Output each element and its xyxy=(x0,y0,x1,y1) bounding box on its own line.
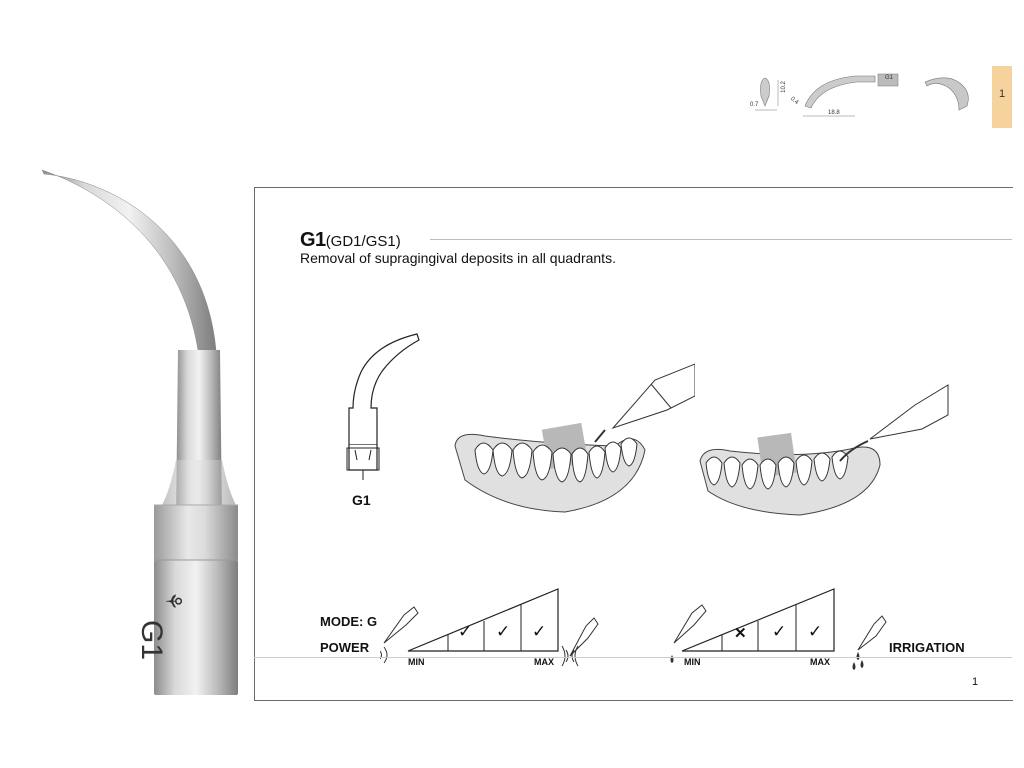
page-number: 1 xyxy=(972,676,979,688)
irrigation-max-label: MAX xyxy=(810,657,830,667)
thumb-dim-tip: 0.7 xyxy=(750,102,759,108)
power-label: POWER xyxy=(320,640,370,655)
power-max-icon xyxy=(561,617,599,667)
jaw-illustration-side xyxy=(699,384,949,516)
irrigation-level-2-check-icon: ✓ xyxy=(772,622,787,641)
irrigation-scale xyxy=(670,588,835,663)
model-name: G1 xyxy=(300,229,326,251)
page-tab-number: 1 xyxy=(998,88,1006,100)
tip-diagram xyxy=(346,333,420,480)
irrigation-min-label: MIN xyxy=(684,657,701,667)
model-variants: (GD1/GS1) xyxy=(325,233,401,250)
tip-diagram-label: G1 xyxy=(352,492,371,508)
tip-logo-icon: ⚘ xyxy=(160,591,186,611)
thumb-dim-length: 18.8 xyxy=(828,110,840,116)
irrigation-level-1-cross-icon: ✕ xyxy=(734,625,747,642)
page-tab xyxy=(992,66,1012,128)
thumb-dim-top: 10.2 xyxy=(780,81,787,93)
power-max-label: MAX xyxy=(534,657,554,667)
scaler-tip-photo xyxy=(41,169,238,695)
mode-label: MODE: G xyxy=(320,614,378,629)
jaw-illustration-front xyxy=(454,363,695,513)
power-level-2-check-icon: ✓ xyxy=(496,622,511,641)
power-level-1-check-icon: ✓ xyxy=(458,622,473,641)
card-title: G1(GD1/GS1) xyxy=(300,229,401,252)
power-scale xyxy=(380,588,559,664)
irrigation-level-3-check-icon: ✓ xyxy=(808,622,823,641)
title-rule xyxy=(430,239,1012,240)
bottom-rule xyxy=(254,657,1012,658)
thumb-tip-label: G1 xyxy=(885,75,894,81)
irrigation-label: IRRIGATION xyxy=(889,640,965,655)
power-min-label: MIN xyxy=(408,657,425,667)
tip-engraving: G1 xyxy=(135,620,168,661)
power-level-3-check-icon: ✓ xyxy=(532,622,547,641)
thumbnail-strip xyxy=(755,73,969,117)
description: Removal of supragingival deposits in all… xyxy=(300,250,616,266)
irrigation-max-icon xyxy=(852,615,887,670)
